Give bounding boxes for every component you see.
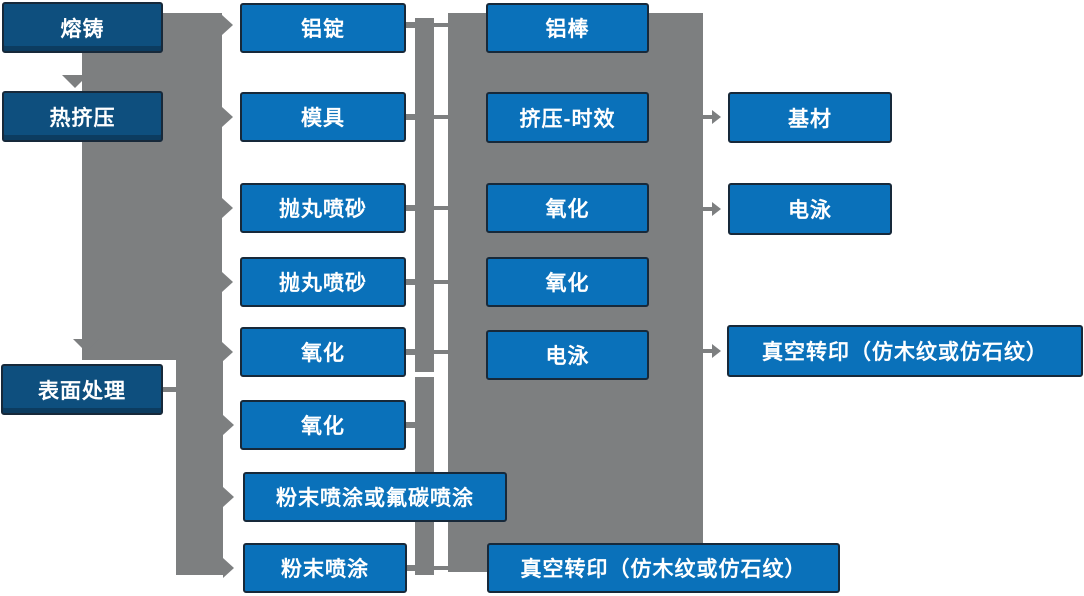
connector-bus-to-trunk-line [433, 280, 449, 284]
arrow-right-icon [223, 487, 234, 507]
node-melt-cast: 熔铸 [2, 2, 163, 53]
node-oxidation-c3-1: 氧化 [486, 183, 649, 233]
arrow-right-icon [712, 344, 721, 358]
connector-surface-treatment-stub [162, 387, 177, 392]
arrow-right-icon [222, 15, 233, 35]
node-shot-blast-2: 抛丸喷砂 [240, 257, 406, 307]
connector-bus-to-trunk-line [433, 566, 449, 570]
arrow-down-icon [73, 339, 99, 352]
node-surface-treatment: 表面处理 [1, 364, 163, 415]
arrow-right-icon [223, 558, 234, 578]
connector-box-to-bus-stub [402, 205, 416, 211]
node-powder-coating: 粉末喷涂 [243, 543, 407, 593]
connector-bus-to-trunk-line [433, 206, 449, 210]
node-electrophoresis-c3: 电泳 [486, 330, 649, 380]
arrow-right-icon [222, 342, 233, 362]
connector-arrow-stem [703, 115, 713, 119]
node-vacuum-transfer-bottom: 真空转印（仿木纹或仿石纹） [487, 543, 840, 593]
node-oxidation-c2-2: 氧化 [240, 400, 406, 450]
arrow-right-icon [223, 415, 234, 435]
connector-left-lower-trunk [176, 350, 223, 575]
arrow-right-icon [712, 110, 721, 124]
connector-bus-to-trunk-line [433, 350, 449, 354]
connector-mid-bus-upper [415, 18, 434, 372]
connector-arrow-stem [703, 207, 713, 211]
connector-bus-to-trunk-line [433, 115, 449, 119]
connector-box-to-bus-stub [402, 114, 416, 120]
arrow-right-icon [222, 198, 233, 218]
connector-box-to-bus-stub [402, 22, 416, 28]
connector-bus-to-trunk-line [433, 23, 449, 27]
node-powder-or-fluorocarbon: 粉末喷涂或氟碳喷涂 [243, 472, 507, 522]
node-al-rod: 铝棒 [486, 3, 649, 53]
node-vacuum-transfer-right: 真空转印（仿木纹或仿石纹） [727, 325, 1083, 377]
arrow-right-icon [222, 107, 233, 127]
connector-arrow-stem [703, 349, 713, 353]
node-mold: 模具 [240, 92, 406, 142]
connector-box-to-bus-stub [402, 422, 416, 428]
connector-box-to-bus-stub [402, 279, 416, 285]
arrow-right-icon [222, 272, 233, 292]
node-oxidation-c2-1: 氧化 [240, 327, 406, 377]
arrow-down-icon [62, 75, 88, 88]
node-hot-extrusion: 热挤压 [2, 91, 163, 142]
connector-box-to-bus-stub [402, 349, 416, 355]
node-al-ingot: 铝锭 [240, 3, 406, 53]
node-base-material: 基材 [728, 92, 892, 143]
node-shot-blast-1: 抛丸喷砂 [240, 183, 406, 233]
node-extrusion-aging: 挤压-时效 [486, 92, 649, 143]
connector-left-trunk [82, 13, 222, 360]
arrow-right-icon [712, 202, 721, 216]
node-oxidation-c3-2: 氧化 [486, 257, 649, 307]
node-electrophoresis-c4: 电泳 [728, 183, 892, 235]
connector-box-to-bus-stub [402, 565, 416, 571]
